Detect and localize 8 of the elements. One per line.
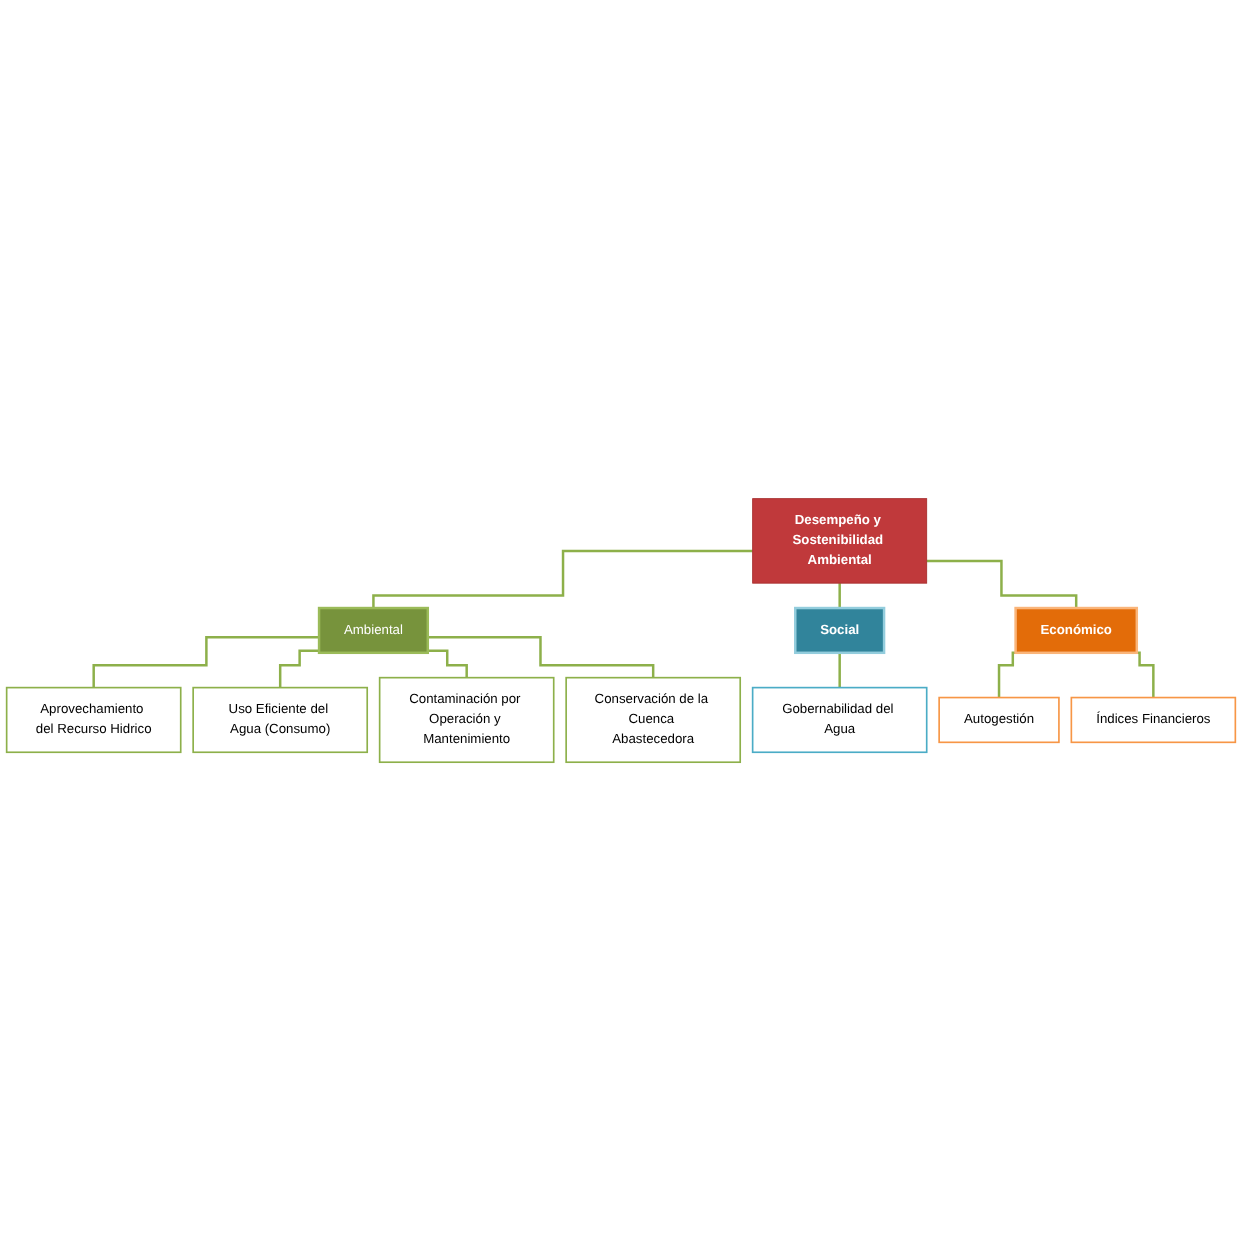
connector [372,549,753,609]
connector [427,635,655,679]
connector [92,635,320,689]
connector [278,649,320,689]
connector [838,651,841,689]
connector [926,559,1078,609]
connector [427,649,468,679]
connector [838,581,841,609]
